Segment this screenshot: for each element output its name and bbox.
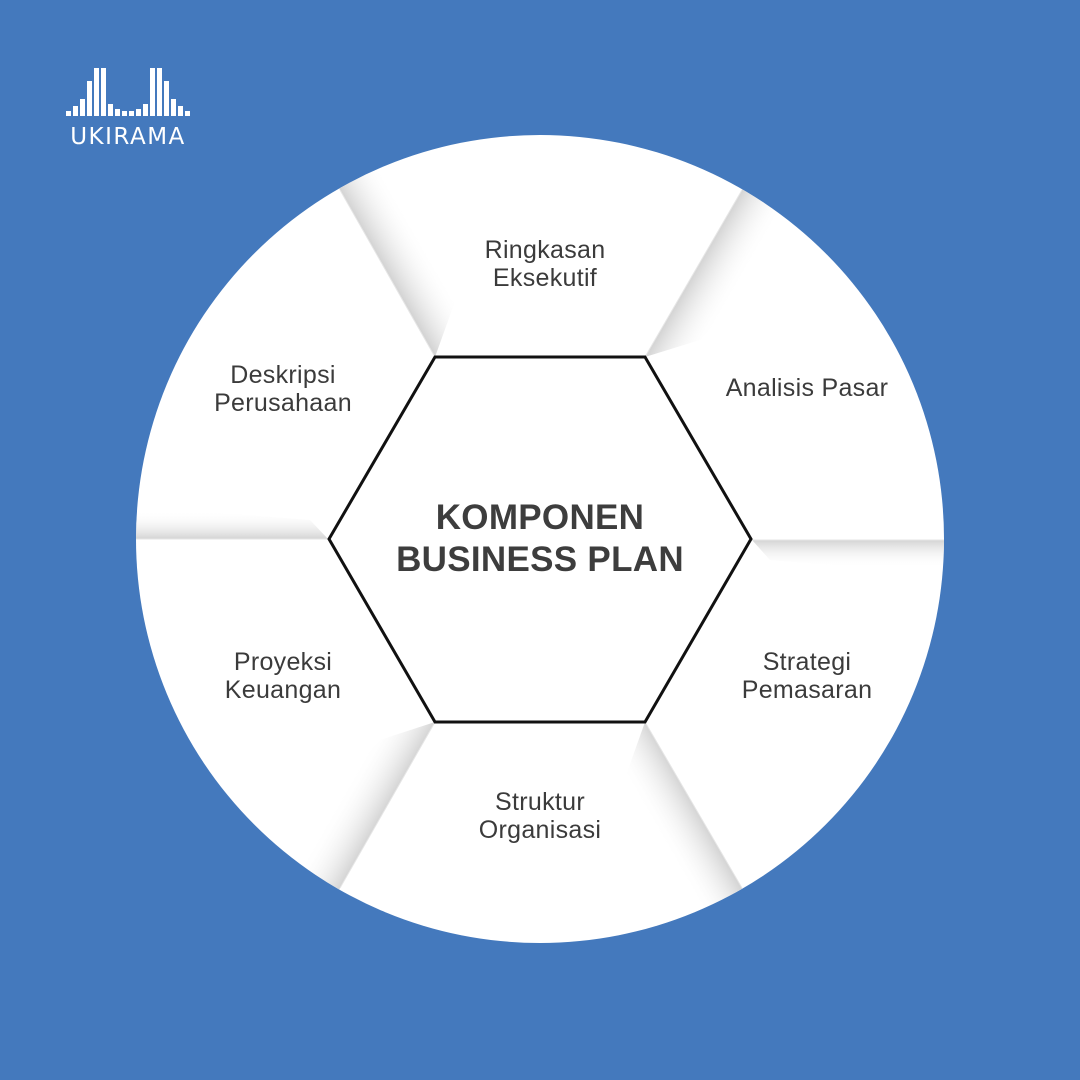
brand-name: UKIRAMA bbox=[70, 124, 186, 150]
segment-analisis-pasar: Analisis Pasar bbox=[726, 374, 889, 402]
segment-label-line1: Struktur bbox=[495, 788, 585, 816]
segment-label-line2: Pemasaran bbox=[741, 676, 873, 704]
segment-proyeksi-keuangan: Proyeksi Keuangan bbox=[225, 648, 341, 704]
segment-label-line1: Proyeksi bbox=[233, 648, 333, 676]
center-title-line2: BUSINESS PLAN bbox=[396, 540, 684, 579]
segment-label-line1: Deskripsi bbox=[230, 361, 336, 389]
segment-deskripsi-perusahaan: Deskripsi Perusahaan bbox=[214, 361, 352, 417]
crease-lines bbox=[136, 189, 944, 889]
segment-struktur-organisasi: Struktur Organisasi bbox=[479, 788, 602, 844]
equalizer-bars-icon bbox=[66, 68, 190, 116]
segment-label-line2: Perusahaan bbox=[214, 389, 352, 417]
brand-logo: UKIRAMA bbox=[64, 66, 192, 156]
segment-label-line1: Ringkasan bbox=[484, 236, 606, 264]
segment-label-line1: Strategi bbox=[762, 648, 852, 676]
segment-strategi-pemasaran: Strategi Pemasaran bbox=[742, 648, 873, 704]
center-hexagon bbox=[327, 355, 753, 724]
center-title: KOMPONEN BUSINESS PLAN bbox=[396, 497, 684, 581]
segment-ringkasan-eksekutif: Ringkasan Eksekutif bbox=[485, 236, 606, 292]
center-title-line1: KOMPONEN bbox=[435, 498, 645, 537]
segment-label-line2: Eksekutif bbox=[492, 264, 598, 292]
segment-label-line1: Analisis Pasar bbox=[725, 374, 889, 402]
segment-label-line2: Organisasi bbox=[478, 816, 602, 844]
segment-label-line2: Keuangan bbox=[224, 676, 342, 704]
